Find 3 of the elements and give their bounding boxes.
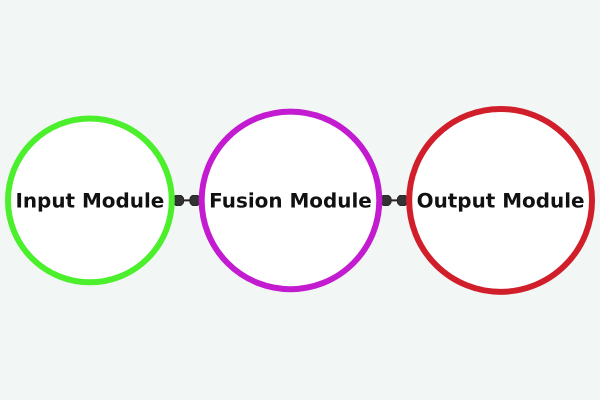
node-circle: Fusion Module: [198, 108, 382, 292]
node-circle: Output Module: [406, 106, 595, 294]
node-circle: Input Module: [5, 115, 175, 285]
